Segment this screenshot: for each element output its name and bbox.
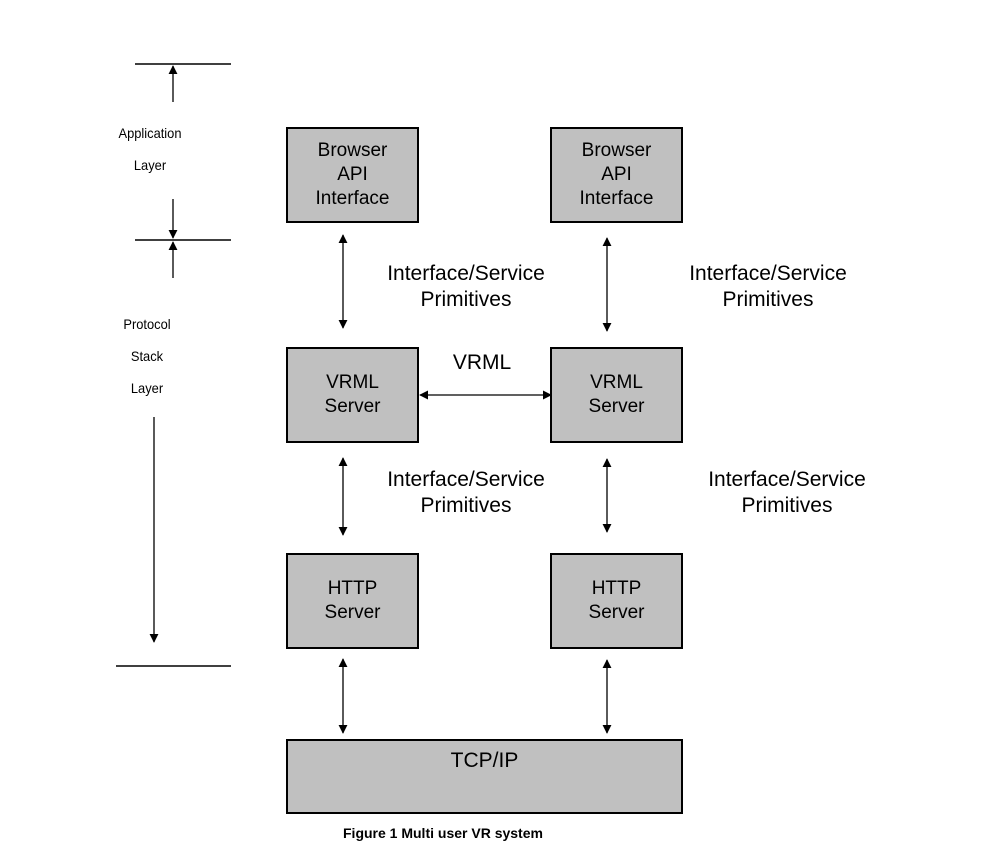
box-line: Interface	[315, 188, 390, 209]
vrml-link-label: VRML	[452, 351, 512, 374]
box-line: Browser	[317, 140, 388, 161]
box-line: HTTP	[591, 578, 642, 599]
edge-label-line: Interface/Service	[689, 262, 847, 285]
interface-service-primitives-top-right: Interface/Service Primitives	[668, 261, 868, 313]
vrml-server-right: VRML Server	[550, 347, 683, 443]
protocol-layer-label-line1: Protocol	[123, 316, 171, 332]
protocol-layer-label-line2: Stack	[130, 348, 164, 364]
box-line: VRML	[590, 372, 643, 393]
box-line: API	[601, 164, 632, 185]
interface-service-primitives-top-left: Interface/Service Primitives	[366, 261, 566, 313]
edge-label-line: Interface/Service	[387, 262, 545, 285]
browser-api-interface-left: Browser API Interface	[286, 127, 419, 223]
edge-label-line: Primitives	[722, 288, 814, 311]
edge-label-line: Primitives	[420, 494, 512, 517]
box-line: Interface	[579, 188, 654, 209]
edge-label-line: Primitives	[420, 288, 512, 311]
edge-label-line: Interface/Service	[708, 468, 866, 491]
application-layer-label-line2: Layer	[133, 157, 167, 173]
application-layer-label-line1: Application	[118, 125, 182, 141]
box-line: Server	[588, 602, 645, 623]
tcpip-label: TCP/IP	[450, 749, 519, 772]
browser-api-interface-right: Browser API Interface	[550, 127, 683, 223]
protocol-layer-label-line3: Layer	[130, 380, 164, 396]
interface-service-primitives-mid-left: Interface/Service Primitives	[366, 467, 566, 519]
box-line: VRML	[326, 372, 379, 393]
vrml-server-left: VRML Server	[286, 347, 419, 443]
box-line: HTTP	[327, 578, 378, 599]
box-line: Browser	[581, 140, 652, 161]
tcpip-box: TCP/IP	[286, 739, 683, 814]
http-server-left: HTTP Server	[286, 553, 419, 649]
http-server-right: HTTP Server	[550, 553, 683, 649]
figure-caption: Figure 1 Multi user VR system	[343, 825, 543, 841]
interface-service-primitives-mid-right: Interface/Service Primitives	[687, 467, 887, 519]
edge-label-line: Interface/Service	[387, 468, 545, 491]
box-line: API	[337, 164, 368, 185]
edge-label-line: Primitives	[741, 494, 833, 517]
box-line: Server	[324, 602, 381, 623]
box-line: Server	[588, 396, 645, 417]
box-line: Server	[324, 396, 381, 417]
